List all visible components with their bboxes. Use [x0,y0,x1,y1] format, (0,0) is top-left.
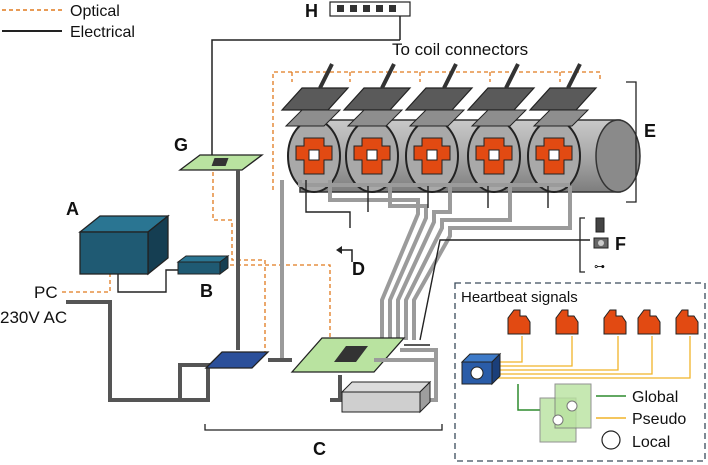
inset-pseudo-lines [498,336,691,379]
module-supply [204,351,270,369]
coil-3 [405,119,459,193]
label-a: A [66,199,79,219]
label-f: F [615,234,626,254]
label-h: H [305,1,318,21]
bracket-c [204,424,443,431]
coil-5 [527,119,581,193]
label-b: B [200,281,213,301]
label-pc: PC [34,283,58,302]
arrow-d [336,246,353,262]
bracket-e [626,81,637,203]
main-board [268,337,438,373]
coil-cables [280,180,572,402]
inset-global-line [517,384,540,411]
inset-legend-global: Global [632,389,678,406]
coil-connectors-label: To coil connectors [392,40,528,59]
grey-enclosure [340,380,432,414]
coil-array-e [280,63,641,193]
coil-wires [305,180,590,341]
local-icon [601,430,621,450]
inset-coil-boards [507,309,699,335]
inset-master-block [460,352,502,386]
plug-icon: ⊶ [594,261,605,273]
inset-title: Heartbeat signals [461,289,578,306]
label-d: D [352,259,365,279]
label-c: C [313,439,326,459]
heartbeat-inset: Heartbeat signals [454,282,706,462]
label-power: 230V AC [0,308,67,327]
inset-legend-local: Local [632,434,670,451]
optical-lines [62,71,601,352]
external-devices-f: ⊶ [579,217,609,273]
inset-legend: Global Pseudo Local [596,389,686,451]
coil-2 [345,119,399,193]
connector-h [211,1,411,158]
coil-1 [287,119,341,193]
legend-electrical-label: Electrical [70,24,135,41]
label-e: E [644,121,656,141]
legend-optical-label: Optical [70,3,120,20]
label-g: G [174,135,188,155]
legend: Optical Electrical [2,3,135,41]
module-a [78,214,170,276]
board-g [178,154,264,171]
coil-4 [467,119,521,193]
module-b [176,255,230,275]
inset-local-boards [539,383,592,443]
inset-legend-pseudo: Pseudo [632,411,686,428]
